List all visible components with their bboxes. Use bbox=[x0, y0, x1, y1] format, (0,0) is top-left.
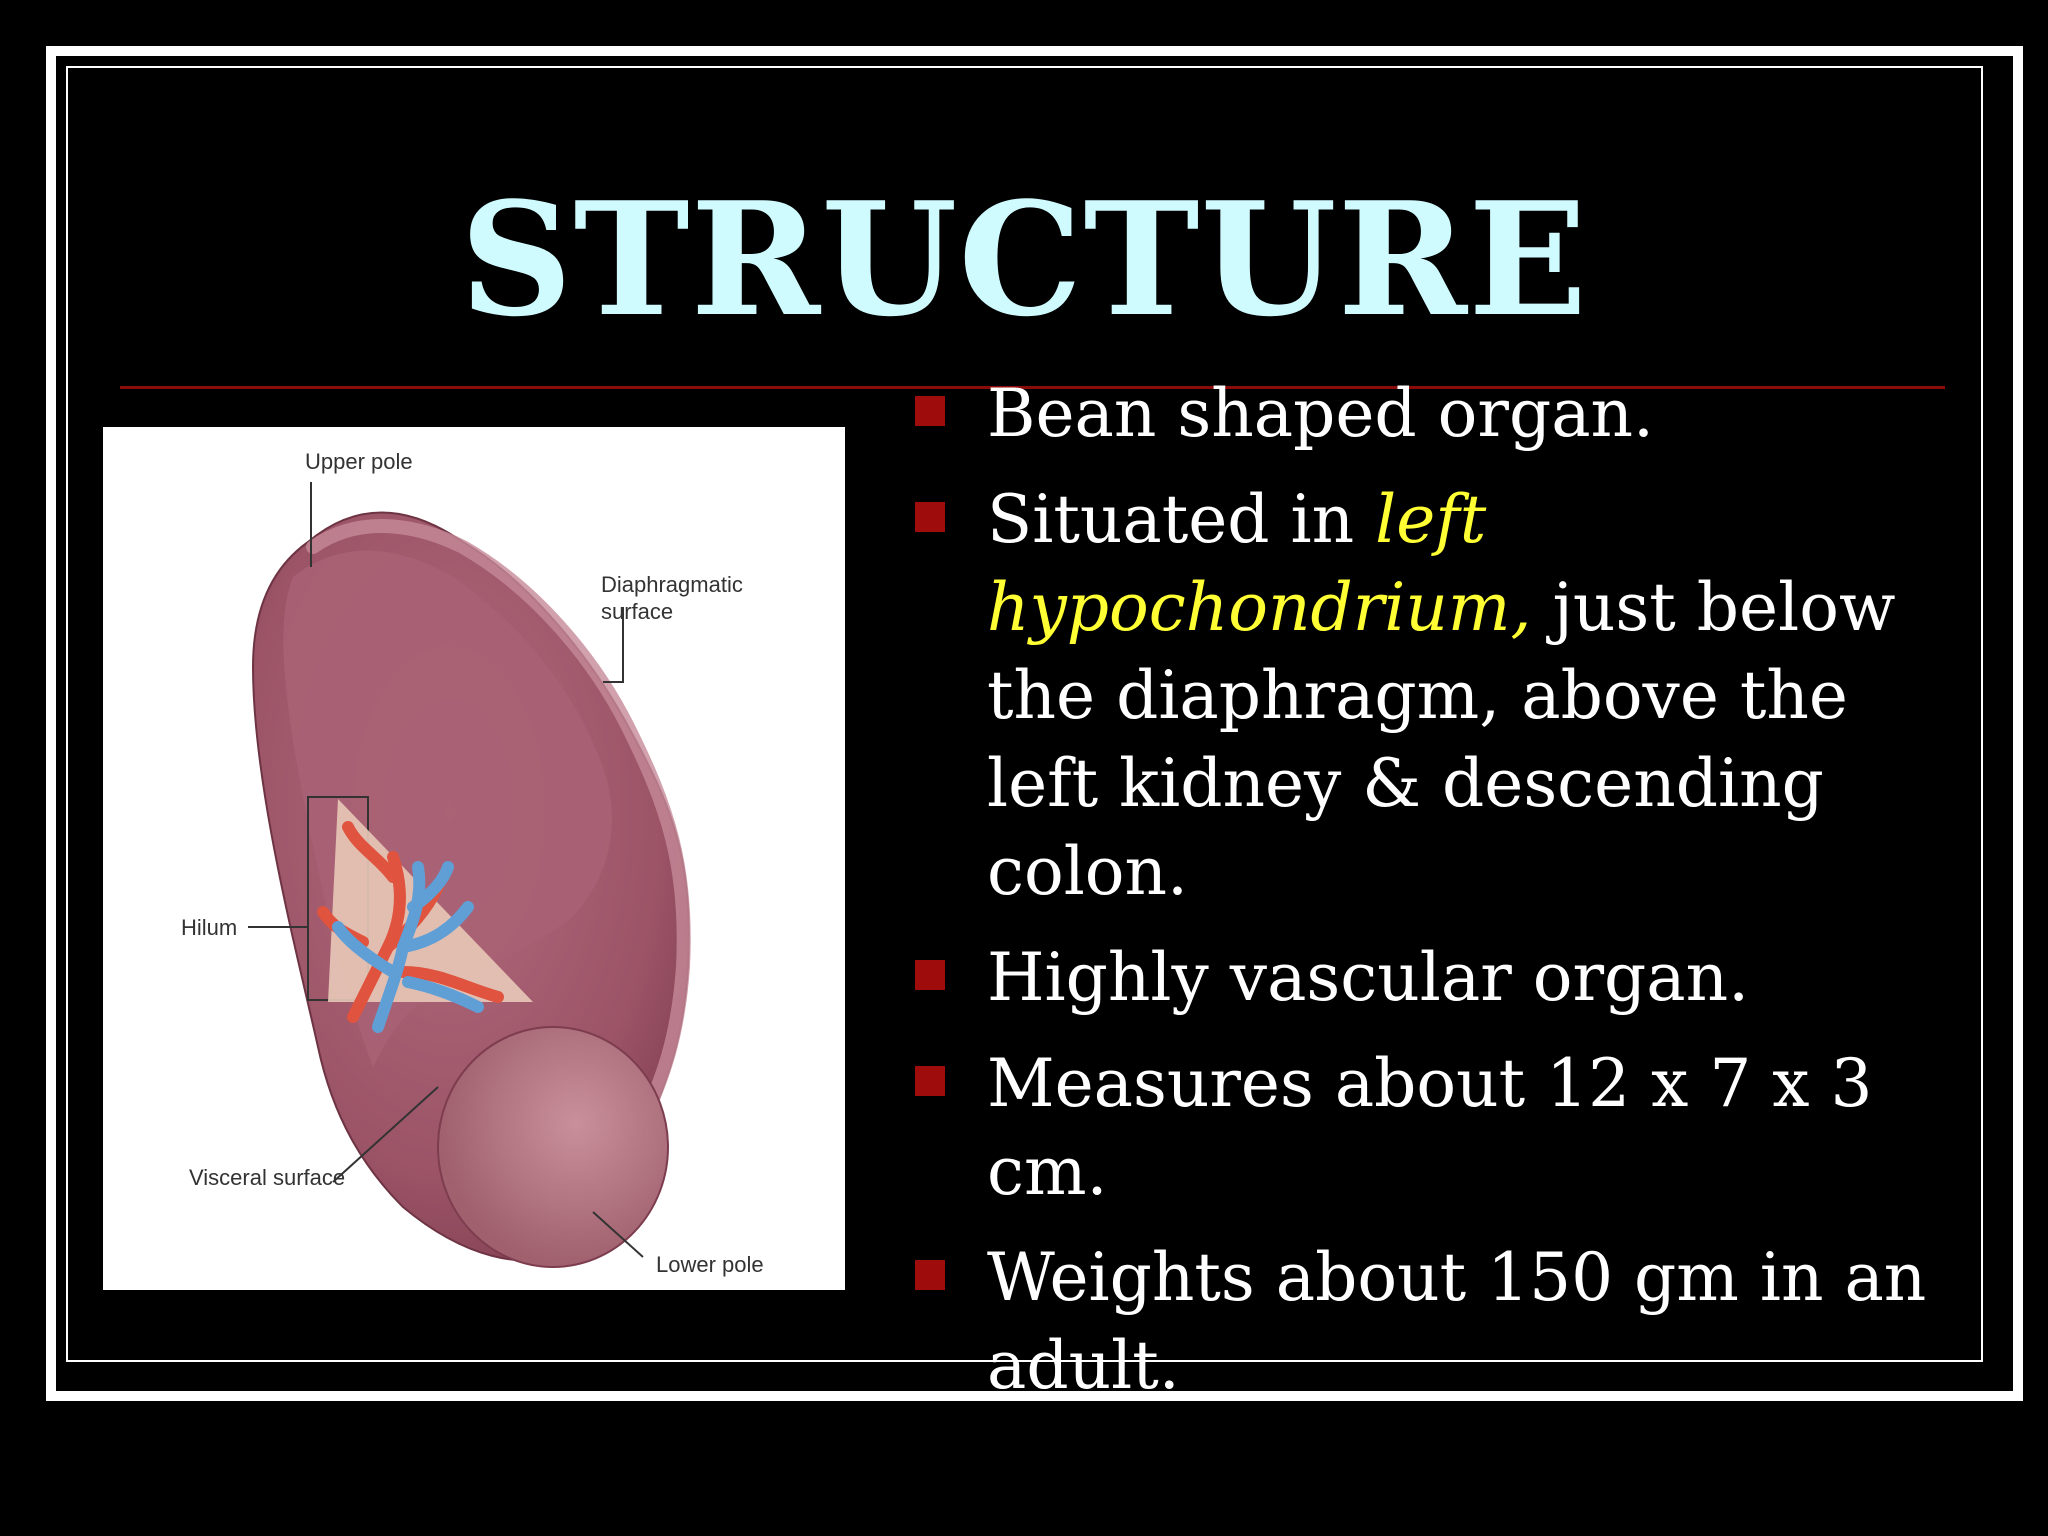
bullet-square-icon bbox=[915, 960, 945, 990]
bullet-item: Measures about 12 x 7 x 3 cm. bbox=[905, 1040, 1965, 1216]
bullet-item: Highly vascular organ. bbox=[905, 934, 1965, 1022]
label-hilum: Hilum bbox=[181, 915, 237, 940]
label-surface: surface bbox=[601, 599, 673, 624]
label-upper-pole: Upper pole bbox=[305, 449, 413, 474]
bullet-item: Bean shaped organ. bbox=[905, 370, 1965, 458]
slide-outer-border bbox=[46, 46, 2023, 1401]
slide-title: STRUCTURE bbox=[459, 168, 1589, 351]
bullet-square-icon bbox=[915, 396, 945, 426]
bullet-square-icon bbox=[915, 502, 945, 532]
title-divider bbox=[120, 386, 1945, 389]
label-diaphragmatic: Diaphragmatic bbox=[601, 572, 743, 597]
bullet-square-icon bbox=[915, 1066, 945, 1096]
label-lower-pole: Lower pole bbox=[656, 1252, 764, 1277]
highlighted-term: left hypochondrium, bbox=[987, 481, 1532, 646]
bullet-item: Weights about 150 gm in an adult. bbox=[905, 1234, 1965, 1410]
bullet-list: Bean shaped organ. Situated in left hypo… bbox=[905, 370, 1965, 1428]
bullet-square-icon bbox=[915, 1260, 945, 1290]
spleen-illustration-icon: Upper pole Diaphragmatic surface Hilum V… bbox=[181, 449, 764, 1277]
label-visceral-surface: Visceral surface bbox=[189, 1165, 345, 1190]
bullet-item: Situated in left hypochondrium, just bel… bbox=[905, 476, 1965, 916]
slide-inner-border bbox=[66, 66, 1983, 1362]
spleen-figure: Upper pole Diaphragmatic surface Hilum V… bbox=[103, 427, 845, 1290]
